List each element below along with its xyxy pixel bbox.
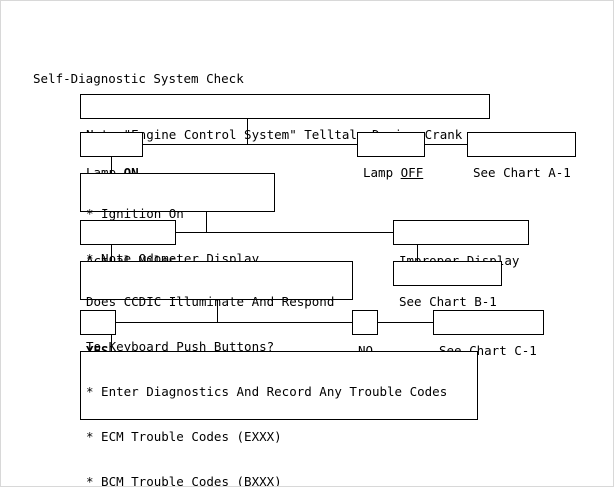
node-see-chart-a1-line1: See Chart A-1 — [473, 165, 571, 180]
connector-miles-to-ccdic — [111, 245, 112, 261]
connector-lamp-row-horizontal — [143, 144, 357, 145]
connector-ccdic-to-yesno-row — [217, 300, 218, 322]
connector-improper-to-chartb1 — [417, 245, 418, 261]
connector-miles-row-horizontal — [176, 232, 393, 233]
node-lamp-on: Lamp ON — [80, 132, 143, 180]
node-note-telltale: Note "Engine Control System" Telltale Du… — [80, 94, 490, 142]
node-ccdic-question-line2: To Keyboard Push Buttons? — [86, 339, 275, 354]
node-see-chart-b1: See Chart B-1 — [393, 261, 502, 309]
node-ignition-odometer-line1: * Ignition On — [86, 206, 184, 221]
node-see-chart-c1: See Chart C-1 — [433, 310, 544, 358]
node-lamp-off: Lamp OFF — [357, 132, 425, 180]
connector-lampon-to-ignition — [111, 157, 112, 173]
connector-yesno-row-horizontal — [116, 322, 352, 323]
node-ccdic-question-line1: Does CCDIC Illuminate And Respond — [86, 294, 335, 309]
node-improper-display: Improper Display — [393, 220, 529, 268]
node-actual-miles: Actual Miles — [80, 220, 176, 268]
node-no: NO — [352, 310, 378, 358]
connector-lampoff-to-charta1 — [425, 144, 467, 145]
node-diagnostics-line1: * Enter Diagnostics And Record Any Troub… — [86, 384, 448, 399]
connector-note-to-lamp-row — [247, 119, 248, 144]
node-lamp-off-prefix: Lamp — [363, 165, 401, 180]
node-diagnostics-line3: * BCM Trouble Codes (BXXX) — [86, 474, 282, 487]
connector-no-to-chartc1 — [378, 322, 433, 323]
node-lamp-off-text: Lamp OFF — [363, 165, 423, 180]
page-title: Self-Diagnostic System Check — [33, 71, 244, 86]
node-see-chart-a1: See Chart A-1 — [467, 132, 576, 180]
node-diagnostics: * Enter Diagnostics And Record Any Troub… — [80, 351, 478, 486]
connector-yes-to-diagnostics — [111, 335, 112, 351]
node-diagnostics-line2: * ECM Trouble Codes (EXXX) — [86, 429, 282, 444]
node-lamp-off-emphasis: OFF — [400, 165, 424, 180]
node-ignition-odometer: * Ignition On * Note Odometer Display — [80, 173, 275, 266]
node-see-chart-b1-line1: See Chart B-1 — [399, 294, 497, 309]
node-see-chart-c1-line1: See Chart C-1 — [439, 343, 537, 358]
node-yes: YES — [80, 310, 116, 358]
node-ccdic-question: Does CCDIC Illuminate And Respond To Key… — [80, 261, 353, 354]
connector-ignition-to-miles-row — [206, 212, 207, 232]
